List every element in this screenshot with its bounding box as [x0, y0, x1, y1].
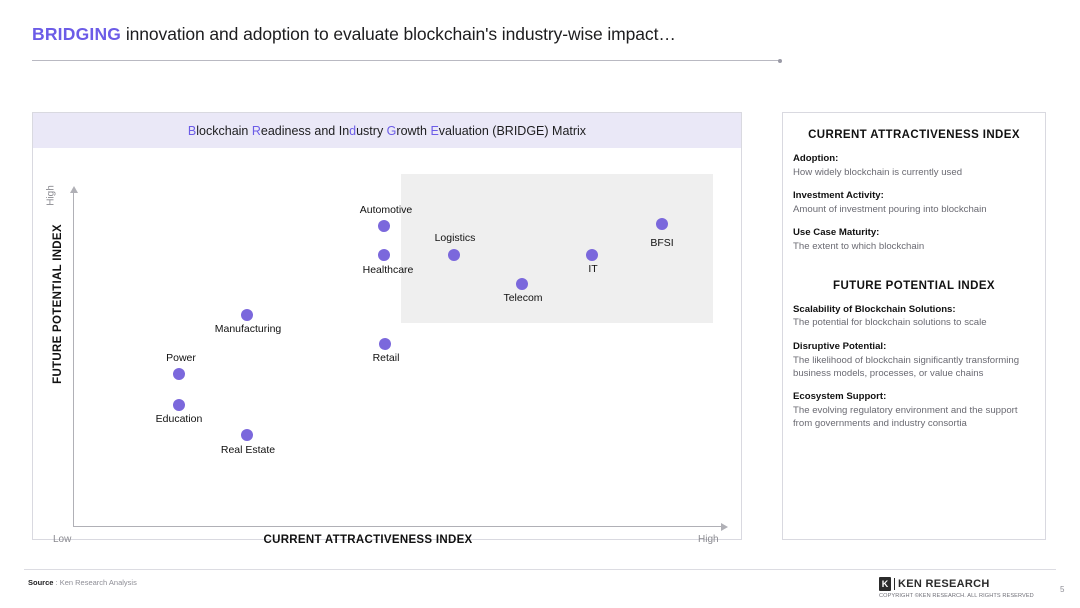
- definition-description: The potential for blockchain solutions t…: [793, 317, 987, 329]
- definition-item: Investment Activity: Amount of investment…: [793, 190, 1035, 216]
- logo-wordmark: KEN RESEARCH: [898, 578, 990, 590]
- data-point-label-manufacturing: Manufacturing: [214, 323, 282, 335]
- copyright-text: COPYRIGHT ©KEN RESEARCH. ALL RIGHTS RESE…: [879, 593, 1034, 599]
- definition-description: The likelihood of blockchain significant…: [793, 354, 1020, 379]
- chart-title-part-0: B: [187, 123, 197, 138]
- future-potential-list: Scalability of Blockchain Solutions: The …: [793, 304, 1035, 431]
- definition-item: Ecosystem Support: The evolving regulator…: [793, 391, 1035, 430]
- definition-description: Amount of investment pouring into blockc…: [793, 204, 987, 216]
- definition-term: Investment Activity:: [793, 190, 884, 202]
- current-attractiveness-heading: CURRENT ATTRACTIVENESS INDEX: [808, 129, 1020, 141]
- data-point-logistics[interactable]: [448, 249, 460, 261]
- definition-description: How widely blockchain is currently used: [793, 166, 963, 178]
- chart-header-band: Blockchain Readiness and Industry Growth…: [33, 113, 741, 148]
- current-attractiveness-list: Adoption: How widely blockchain is curren…: [793, 153, 1035, 254]
- brand-logo: K KEN RESEARCH COPYRIGHT ©KEN RESEARCH. …: [879, 577, 1034, 599]
- data-point-healthcare[interactable]: [378, 249, 390, 261]
- data-point-power[interactable]: [173, 368, 185, 380]
- definition-term: Disruptive Potential:: [793, 340, 887, 352]
- data-point-label-bfsi: BFSI: [650, 237, 674, 249]
- chart-title-part-1: lockchain: [196, 123, 252, 138]
- data-point-label-automotive: Automotive: [359, 204, 413, 216]
- data-point-label-education: Education: [155, 413, 203, 425]
- data-point-automotive[interactable]: [378, 220, 390, 232]
- highlight-zone: [401, 174, 713, 323]
- x-axis-arrow-icon: [721, 522, 728, 531]
- definition-term: Use Case Maturity:: [793, 227, 880, 239]
- data-point-bfsi[interactable]: [656, 218, 668, 230]
- x-axis-low-label: Low: [53, 534, 72, 545]
- source-value: Ken Research Analysis: [59, 578, 137, 587]
- definition-item: Scalability of Blockchain Solutions: The …: [793, 304, 1035, 330]
- data-point-label-logistics: Logistics: [434, 232, 476, 244]
- definition-item: Use Case Maturity: The extent to which bl…: [793, 227, 1035, 253]
- source-separator: :: [53, 578, 60, 587]
- y-axis-title: FUTURE POTENTIAL INDEX: [52, 224, 64, 384]
- chart-title-part-3: eadiness and In: [260, 123, 350, 138]
- data-point-education[interactable]: [173, 399, 185, 411]
- data-point-telecom[interactable]: [516, 278, 528, 290]
- title-divider: [32, 58, 782, 63]
- y-axis-line: [73, 192, 74, 526]
- index-definitions-panel: CURRENT ATTRACTIVENESS INDEX Adoption: Ho…: [782, 112, 1046, 540]
- data-point-label-retail: Retail: [372, 352, 400, 364]
- definition-item: Adoption: How widely blockchain is curren…: [793, 153, 1035, 179]
- data-point-label-real-estate: Real Estate: [220, 444, 276, 456]
- chart-title-part-7: rowth: [396, 123, 431, 138]
- page-title-accent: BRIDGING: [32, 24, 122, 44]
- logo-row: K KEN RESEARCH: [879, 577, 1034, 591]
- chart-title-part-9: valuation (BRIDGE) Matrix: [438, 123, 587, 138]
- data-point-label-power: Power: [166, 352, 196, 364]
- footer-divider: [24, 569, 1056, 570]
- x-axis-high-label: High: [698, 534, 719, 545]
- data-point-manufacturing[interactable]: [241, 309, 253, 321]
- definition-description: The extent to which blockchain: [793, 241, 925, 253]
- source-note: Source : Ken Research Analysis: [28, 578, 137, 587]
- chart-title-part-2: R: [251, 123, 261, 138]
- chart-title-part-6: G: [386, 123, 397, 138]
- chart-title-part-4: d: [349, 123, 357, 138]
- ken-research-shield-icon: K: [879, 577, 891, 591]
- y-axis-arrow-icon: [69, 186, 78, 193]
- chart-title-part-5: ustry: [356, 123, 387, 138]
- slide-header: BRIDGING innovation and adoption to eval…: [32, 24, 782, 63]
- data-point-it[interactable]: [586, 249, 598, 261]
- source-label: Source: [28, 578, 54, 587]
- x-axis-title: CURRENT ATTRACTIVENESS INDEX: [263, 534, 473, 546]
- data-point-label-healthcare: Healthcare: [362, 264, 414, 276]
- chart-title-part-8: E: [430, 123, 439, 138]
- definition-item: Disruptive Potential: The likelihood of b…: [793, 341, 1035, 380]
- x-axis-line: [73, 526, 723, 527]
- page-number: 5: [1060, 585, 1065, 594]
- definition-term: Ecosystem Support:: [793, 391, 887, 403]
- page-title-rest: innovation and adoption to evaluate bloc…: [121, 24, 676, 44]
- page-title: BRIDGING innovation and adoption to eval…: [32, 24, 782, 45]
- definition-term: Adoption:: [793, 153, 839, 164]
- data-point-label-telecom: Telecom: [503, 292, 543, 304]
- scatter-plot-area: FUTURE POTENTIAL INDEX High CURRENT ATTR…: [33, 148, 741, 546]
- definition-term: Scalability of Blockchain Solutions:: [793, 303, 956, 315]
- definition-description: The evolving regulatory environment and …: [793, 405, 1018, 430]
- y-axis-high-label: High: [45, 185, 57, 206]
- future-potential-heading: FUTURE POTENTIAL INDEX: [833, 279, 995, 292]
- logo-separator-bar: [894, 578, 895, 590]
- chart-title: Blockchain Readiness and Industry Growth…: [188, 124, 586, 138]
- data-point-label-it: IT: [588, 263, 598, 275]
- data-point-real-estate[interactable]: [241, 429, 253, 441]
- bridge-matrix-card: Blockchain Readiness and Industry Growth…: [32, 112, 742, 546]
- data-point-retail[interactable]: [379, 338, 391, 350]
